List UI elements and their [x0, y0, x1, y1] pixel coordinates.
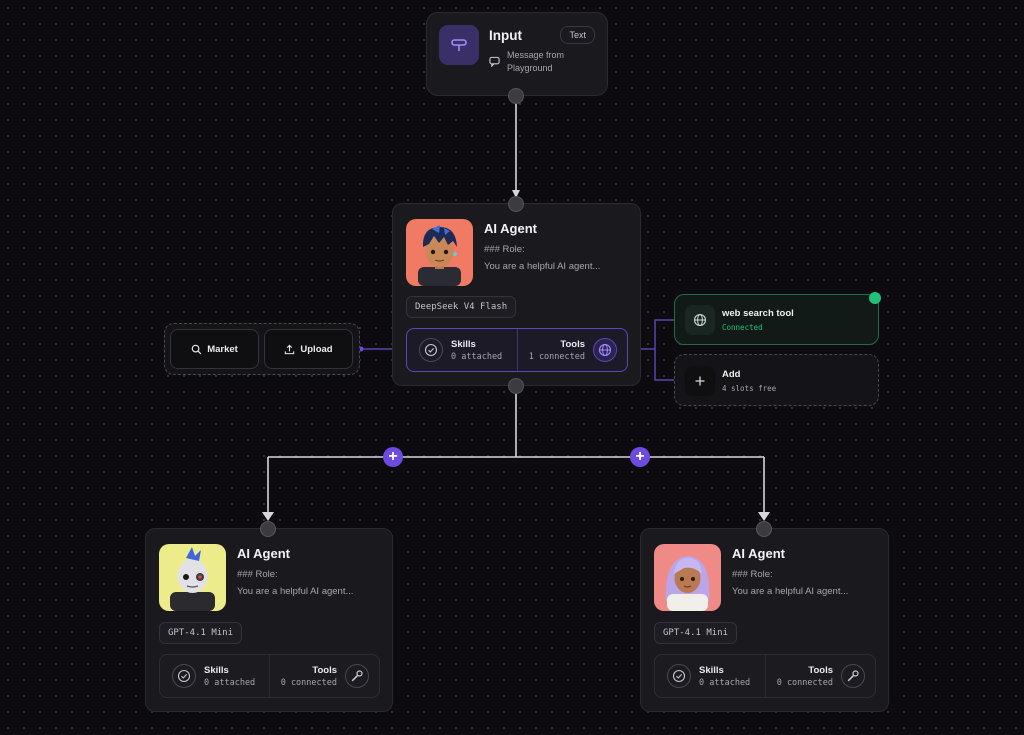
connected-status-dot — [869, 292, 881, 304]
main-agent-skills-tools: Skills 0 attached Tools 1 connected — [406, 328, 628, 372]
chat-icon — [489, 54, 500, 72]
upload-button[interactable]: Upload — [264, 329, 353, 369]
add-label: Add — [722, 369, 741, 380]
child-agent-input-handle-right[interactable] — [756, 521, 772, 537]
child-agent-title-left: AI Agent — [237, 546, 290, 561]
child-agent-role-desc-right: You are a helpful AI agent... — [732, 586, 849, 597]
child-agent-avatar-left — [159, 544, 226, 611]
main-agent-title: AI Agent — [484, 221, 537, 236]
market-label: Market — [207, 343, 238, 355]
child-agent-role-label-right: ### Role: — [732, 569, 773, 580]
tools-label: Tools — [312, 665, 337, 676]
child-agent-title-right: AI Agent — [732, 546, 785, 561]
add-plus-icon — [685, 366, 715, 396]
skills-count: 0 attached — [204, 678, 256, 688]
child-agent-role-label-left: ### Role: — [237, 569, 278, 580]
tools-wrench-icon — [841, 664, 865, 688]
skills-label: Skills — [204, 665, 229, 676]
skills-check-icon — [172, 664, 196, 688]
main-agent-role-desc: You are a helpful AI agent... — [484, 261, 601, 272]
skills-count: 0 attached — [699, 678, 751, 688]
tools-count: 0 connected — [280, 678, 337, 688]
child-agent-skills-left[interactable]: Skills 0 attached — [160, 655, 269, 697]
search-icon — [191, 344, 202, 354]
market-button[interactable]: Market — [170, 329, 259, 369]
input-title: Input — [489, 28, 522, 43]
tools-count: 1 connected — [528, 352, 585, 362]
add-branch-right-button[interactable]: + — [630, 447, 650, 467]
main-agent-node[interactable]: AI Agent ### Role: You are a helpful AI … — [392, 203, 641, 386]
web-search-tool-node[interactable]: web search tool Connected — [674, 292, 881, 345]
upload-icon — [285, 344, 295, 354]
skills-count: 0 attached — [451, 352, 503, 362]
skills-check-icon — [419, 338, 443, 362]
main-agent-input-handle[interactable] — [508, 196, 524, 212]
main-agent-output-handle[interactable] — [508, 378, 524, 394]
skills-check-icon — [667, 664, 691, 688]
child-agent-tools-left[interactable]: Tools 0 connected — [269, 655, 379, 697]
child-agent-node-left[interactable]: AI Agent ### Role: You are a helpful AI … — [145, 528, 393, 712]
add-branch-left-button[interactable]: + — [383, 447, 403, 467]
input-source-line1: Message from — [507, 50, 565, 60]
child-agent-skills-tools-right: Skills 0 attached Tools 0 connected — [654, 654, 876, 698]
child-agent-avatar-right — [654, 544, 721, 611]
upload-label: Upload — [300, 343, 333, 355]
main-agent-skills[interactable]: Skills 0 attached — [407, 329, 517, 371]
tools-label: Tools — [808, 665, 833, 676]
tools-count: 0 connected — [776, 678, 833, 688]
input-node[interactable]: Input Text Message from Playground — [426, 12, 608, 96]
skills-label: Skills — [699, 665, 724, 676]
main-agent-tools[interactable]: Tools 1 connected — [516, 329, 628, 371]
tool-globe-icon — [685, 305, 715, 335]
child-agent-model-chip-right[interactable]: GPT-4.1 Mini — [654, 622, 738, 644]
child-agent-node-right[interactable]: AI Agent ### Role: You are a helpful AI … — [640, 528, 889, 712]
edge-agent-to-children — [267, 394, 765, 518]
child-agent-model-chip-left[interactable]: GPT-4.1 Mini — [159, 622, 243, 644]
tool-name: web search tool — [722, 308, 794, 319]
input-icon-tile — [439, 25, 479, 65]
tools-label: Tools — [560, 339, 585, 350]
main-agent-role-label: ### Role: — [484, 244, 525, 255]
main-agent-avatar — [406, 219, 473, 286]
input-output-handle[interactable] — [508, 88, 524, 104]
input-source-line2: Playground — [507, 63, 553, 73]
tool-status: Connected — [722, 323, 763, 332]
child-agent-role-desc-left: You are a helpful AI agent... — [237, 586, 354, 597]
add-slots-free: 4 slots free — [722, 384, 777, 393]
child-agent-skills-tools-left: Skills 0 attached Tools 0 connected — [159, 654, 380, 698]
child-agent-tools-right[interactable]: Tools 0 connected — [764, 655, 876, 697]
skills-market-panel: Market Upload — [164, 323, 360, 375]
tools-wrench-icon — [345, 664, 369, 688]
input-type-badge: Text — [560, 26, 595, 44]
skills-label: Skills — [451, 339, 476, 350]
child-agent-skills-right[interactable]: Skills 0 attached — [655, 655, 765, 697]
main-agent-model-chip[interactable]: DeepSeek V4 Flash — [406, 296, 517, 318]
child-agent-input-handle-left[interactable] — [260, 521, 276, 537]
tools-globe-icon — [593, 338, 617, 362]
input-icon — [451, 39, 467, 51]
add-tool-slot[interactable]: Add 4 slots free — [674, 354, 879, 406]
